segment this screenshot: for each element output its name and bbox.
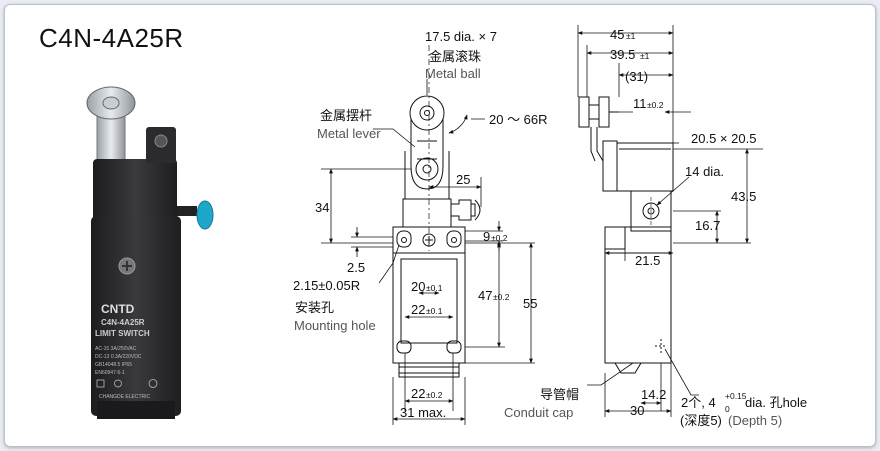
dim-11-label: 11 bbox=[633, 96, 647, 111]
ball-en-label: Metal ball bbox=[425, 66, 481, 81]
ball-cn-label: 金属滚珠 bbox=[429, 49, 481, 64]
hole-label: 2.15±0.05R bbox=[293, 278, 360, 293]
dim-39_5-tol: ±1 bbox=[640, 51, 650, 61]
radius-label: 20 ～ 66R bbox=[489, 112, 548, 127]
front-view-drawing bbox=[392, 45, 481, 378]
dim-39_5-label: 39.5 bbox=[610, 47, 635, 62]
dim-31-label: 31 max. bbox=[400, 405, 446, 420]
blue-knob bbox=[196, 200, 214, 230]
dim-45-tol: ±1 bbox=[626, 31, 636, 41]
front-labels: 17.5 dia. × 7 金属滚珠 Metal ball 金属摆杆 Metal… bbox=[293, 29, 548, 420]
dim-30-label: 30 bbox=[630, 403, 644, 418]
dim-20-tol: ±0.1 bbox=[426, 283, 443, 293]
side-dimension-lines bbox=[577, 25, 763, 417]
photo-model: C4N-4A25R bbox=[101, 318, 145, 327]
dim-31-paren-label: (31) bbox=[625, 69, 648, 84]
dim-43_5-label: 43.5 bbox=[731, 189, 756, 204]
switch-head bbox=[93, 159, 177, 221]
dim-22-bottom-label: 22 bbox=[411, 386, 425, 401]
dim-22-bottom-tol: ±0.2 bbox=[426, 390, 443, 400]
ball-dim-label: 17.5 dia. × 7 bbox=[425, 29, 497, 44]
depth-cn-label: (深度5) bbox=[680, 413, 722, 428]
dim-22-inner-label: 22 bbox=[411, 302, 425, 317]
photo-spec-line: DC-13 0.3A/220VDC bbox=[95, 354, 142, 360]
dim-11-tol: ±0.2 bbox=[647, 100, 664, 110]
dim-14_2-label: 14.2 bbox=[641, 387, 666, 402]
side-view-drawing bbox=[578, 96, 674, 374]
photo-spec-line: GB14048.5 IP65 bbox=[95, 362, 132, 368]
photo-spec-line: EN60947-5-1 bbox=[95, 370, 125, 376]
dim-55-label: 55 bbox=[523, 296, 537, 311]
photo-maker: CHANGDE ELECTRIC bbox=[99, 394, 151, 400]
lever-cn-label: 金属摆杆 bbox=[320, 108, 372, 123]
photo-brand: CNTD bbox=[101, 302, 135, 316]
dim-20_5-label: 20.5 × 20.5 bbox=[691, 131, 756, 146]
conduit-en-label: Conduit cap bbox=[504, 405, 573, 420]
hole-spec-sup: +0.15 bbox=[725, 391, 747, 401]
drawing-canvas: CNTD C4N-4A25R LIMIT SWITCH AC-15 3A/250… bbox=[86, 25, 807, 428]
side-labels: 45 ±1 39.5 ±1 (31) 11 ±0.2 20.5 × 20.5 1… bbox=[504, 27, 807, 428]
hole-cn-label: 安装孔 bbox=[295, 300, 334, 315]
lever-en-label: Metal lever bbox=[317, 126, 381, 141]
hole-en-label: Mounting hole bbox=[294, 318, 376, 333]
hole-spec-label: 2个, 4 bbox=[681, 395, 716, 410]
dim-14-label: 14 dia. bbox=[685, 164, 724, 179]
switch-body bbox=[91, 216, 181, 416]
dim-45-label: 45 bbox=[610, 27, 624, 42]
dim-2_5-label: 2.5 bbox=[347, 260, 365, 275]
page-title: C4N-4A25R bbox=[39, 23, 184, 53]
conduit-cn-label: 导管帽 bbox=[540, 387, 579, 402]
product-photo: CNTD C4N-4A25R LIMIT SWITCH AC-15 3A/250… bbox=[86, 86, 214, 419]
hole-spec-sub: 0 bbox=[725, 404, 730, 414]
dim-20-label: 20 bbox=[411, 279, 425, 294]
dim-9-label: 9 bbox=[483, 229, 490, 244]
depth-en-label: (Depth 5) bbox=[728, 413, 782, 428]
dim-16_7-label: 16.7 bbox=[695, 218, 720, 233]
photo-type: LIMIT SWITCH bbox=[95, 329, 150, 338]
dim-47-label: 47 bbox=[478, 288, 492, 303]
dim-47-tol: ±0.2 bbox=[493, 292, 510, 302]
dim-22-inner-tol: ±0.1 bbox=[426, 306, 443, 316]
dim-34-label: 34 bbox=[315, 200, 329, 215]
dim-21_5-label: 21.5 bbox=[635, 253, 660, 268]
photo-spec-line: AC-15 3A/250VAC bbox=[95, 346, 137, 352]
spec-sheet-panel: C4N-4A25R bbox=[4, 4, 876, 447]
hole-spec-tail: dia. 孔hole bbox=[745, 395, 807, 410]
front-dimension-lines bbox=[321, 79, 535, 425]
dim-9-tol: ±0.2 bbox=[491, 233, 508, 243]
dim-25-label: 25 bbox=[456, 172, 470, 187]
